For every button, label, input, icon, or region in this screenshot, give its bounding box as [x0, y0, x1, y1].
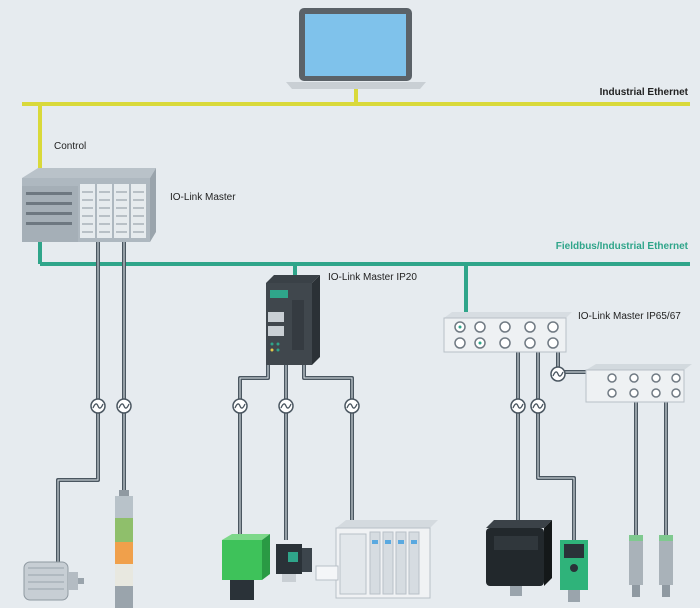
io-link-master-ip65-67: [443, 312, 572, 353]
io-link-connector-icon: [344, 398, 360, 414]
io-link-connector-icon: [550, 366, 566, 382]
io-link-master-ip20: [266, 275, 320, 365]
cylindrical-sensor-icon: [659, 535, 673, 597]
laptop-icon: [286, 8, 426, 89]
control-label: Control: [54, 141, 87, 152]
valve-terminal-icon: [315, 520, 438, 599]
signal-tower-icon: [115, 490, 133, 608]
io-link-connector-icon: [530, 398, 546, 414]
io-link-connector-icon: [90, 398, 106, 414]
io-link-connector-icons: [90, 366, 566, 414]
io-link-master-ip65-67-label: IO-Link Master IP65/67: [578, 311, 681, 322]
photoelectric-sensor-icon: [276, 544, 312, 582]
io-link-master-label: IO-Link Master: [170, 192, 236, 203]
io-link-hub: [585, 364, 692, 403]
fieldbus-bus: [38, 242, 690, 312]
motor-icon: [23, 561, 84, 601]
plc-controller: [22, 168, 156, 242]
industrial-ethernet-bus: [22, 89, 690, 168]
fieldbus-label: Fieldbus/Industrial Ethernet: [555, 241, 688, 252]
io-link-connector-icon: [278, 398, 294, 414]
io-link-cables: [56, 242, 668, 562]
io-link-connector-icon: [510, 398, 526, 414]
io-link-connector-icon: [116, 398, 132, 414]
cylindrical-sensor-icon: [629, 535, 643, 597]
industrial-ethernet-label: Industrial Ethernet: [599, 87, 688, 98]
inductive-sensor-icon: [222, 534, 270, 600]
distance-sensor-icon: [560, 540, 588, 602]
io-link-connector-icon: [232, 398, 248, 414]
io-link-master-ip20-label: IO-Link Master IP20: [328, 272, 417, 283]
encoder-icon: [486, 520, 552, 596]
